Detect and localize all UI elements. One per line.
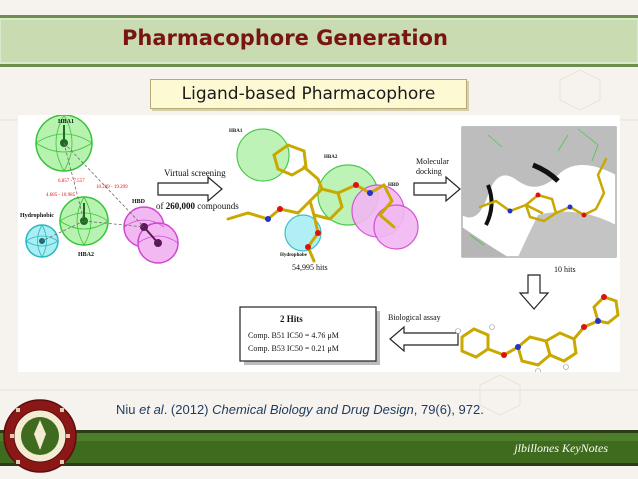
pharmacophore-figure: HBA1 HBA2 HBD Hydrophobic 6.857 - 7.557 …	[18, 115, 620, 372]
hit-molecule	[226, 128, 419, 263]
docking-pose	[461, 126, 617, 258]
results-title: 2 Hits	[280, 314, 303, 324]
final-compound	[455, 294, 620, 372]
label-hbd: HBD	[132, 199, 146, 205]
label-hba2: HBA2	[78, 252, 95, 258]
biological-assay-label: Biological assay	[388, 313, 441, 322]
hits-count-label: 54,995 hits	[292, 263, 328, 272]
slide-title: Pharmacophore Generation	[122, 26, 448, 50]
docking-arrow	[413, 175, 461, 203]
ten-hits-label: 10 hits	[554, 265, 576, 274]
distance-3: 10.209 - 19.209	[96, 185, 128, 190]
screening-count-label: of 260,000 compounds	[156, 201, 239, 211]
label-hba1: HBA1	[58, 119, 75, 125]
distance-1: 6.857 - 7.557	[58, 179, 85, 184]
label-hydrophobic: Hydrophobic	[20, 213, 54, 219]
citation: Niu et al. (2012) Chemical Biology and D…	[116, 402, 484, 417]
footer-branding: jlbillones KeyNotes	[514, 441, 608, 455]
small-label-hba2: HBA2	[324, 155, 338, 160]
university-seal	[3, 399, 77, 473]
subtitle-box: Ligand-based Pharmacophore	[150, 79, 467, 109]
virtual-screening-arrow	[157, 175, 223, 203]
molecular-docking-label-1: Molecular	[416, 157, 449, 166]
results-comp1: Comp. B51 IC50 = 4.76 μM	[248, 331, 339, 340]
figure-graphics	[25, 115, 620, 372]
biological-assay-arrow	[389, 325, 459, 353]
small-label-hydrophobe: Hydrophobe	[280, 253, 307, 258]
svg-text:..............................: ........................................…	[200, 389, 411, 398]
down-arrow	[518, 274, 550, 310]
molecular-docking-label-2: docking	[416, 167, 442, 176]
distance-2: 4.685 - 10.985	[46, 193, 76, 198]
slide-subtitle: Ligand-based Pharmacophore	[181, 84, 436, 104]
small-label-hbd: HBD	[388, 183, 399, 188]
bottom-bar	[0, 430, 638, 466]
results-comp2: Comp. B53 IC50 = 0.21 μM	[248, 344, 339, 353]
pharmacophore-model	[25, 115, 179, 264]
title-bar	[0, 15, 638, 67]
virtual-screening-label: Virtual screening	[164, 168, 226, 178]
small-label-hba1: HBA1	[229, 129, 243, 134]
results-box	[239, 306, 380, 365]
svg-text:..............................: ........................................…	[200, 106, 411, 115]
